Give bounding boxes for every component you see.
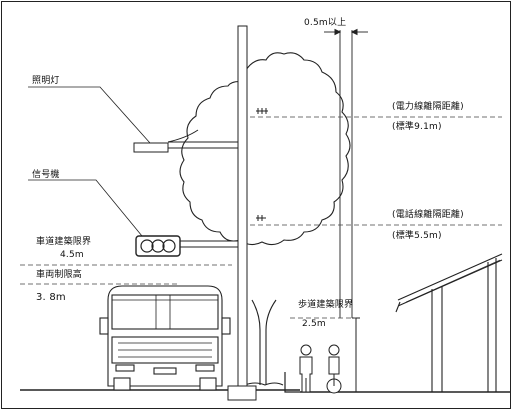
phone-line-sep-label: (電話線離隔距離): [392, 210, 464, 220]
clearance-label: 0.5m以上: [304, 18, 347, 28]
vehicle-height-value: 3. 8m: [36, 292, 66, 303]
lighting-label: 照明灯: [32, 76, 60, 86]
pole-base: [227, 385, 257, 401]
phone-line-std-label: (標準5.5m): [392, 231, 442, 241]
roadway-limit-height: 4.5m: [60, 250, 84, 260]
phone-insulator: [256, 215, 266, 221]
cyclist: [326, 344, 342, 394]
roadside-building: [395, 253, 503, 392]
curb: [284, 372, 300, 393]
power-insulator: [256, 108, 268, 114]
vehicle-height-label: 車両制限高: [36, 270, 83, 280]
tree-roots: [244, 382, 284, 386]
sidewalk-limit-height: 2.5m: [302, 319, 326, 329]
light-arm: [168, 141, 238, 149]
roadway-limit-label: 車道建築限界: [36, 237, 92, 247]
clearance-pole: [339, 30, 353, 318]
sidewalk-limit-label: 歩道建築限界: [298, 300, 354, 310]
utility-pole: [237, 25, 248, 387]
lighting-leader: [28, 86, 151, 144]
tree-canopy: [179, 52, 351, 246]
power-line-std-label: (標準9.1m): [392, 122, 442, 132]
light-arm-brace: [167, 129, 199, 143]
bus: [99, 285, 231, 391]
signal-label: 信号機: [32, 170, 60, 180]
street-lamp: [133, 142, 169, 153]
traffic-signal-box: [135, 235, 181, 257]
tree-trunk: [251, 299, 277, 385]
signal-leader: [28, 179, 143, 237]
power-line-sep-label: (電力線離隔距離): [392, 102, 464, 112]
signal-arm: [178, 240, 238, 248]
ground-line: [20, 389, 510, 393]
pedestrian: [299, 344, 313, 393]
